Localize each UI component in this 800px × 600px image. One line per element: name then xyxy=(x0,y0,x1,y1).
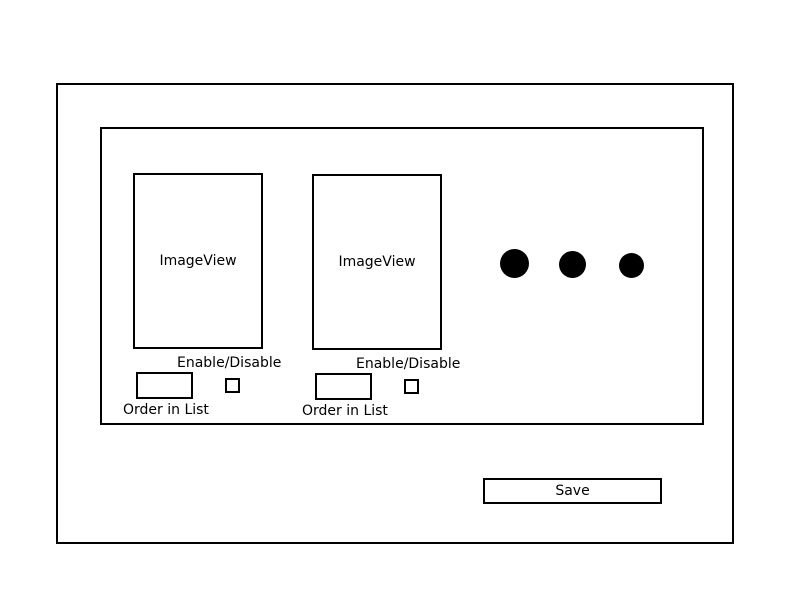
save-button[interactable]: Save xyxy=(483,478,662,504)
image-view-label: ImageView xyxy=(159,253,237,269)
order-in-list-input-1[interactable] xyxy=(136,372,193,399)
ellipsis-dot-icon xyxy=(619,253,644,278)
image-view-label: ImageView xyxy=(338,254,416,270)
enable-disable-checkbox-2[interactable] xyxy=(404,379,419,394)
order-in-list-input-2[interactable] xyxy=(315,373,372,400)
image-list-panel xyxy=(100,127,704,425)
main-window xyxy=(56,83,734,544)
order-in-list-label: Order in List xyxy=(302,403,388,419)
order-in-list-label: Order in List xyxy=(123,402,209,418)
image-view-2[interactable]: ImageView xyxy=(312,174,442,350)
image-view-1[interactable]: ImageView xyxy=(133,173,263,349)
ellipsis-dot-icon xyxy=(500,249,529,278)
enable-disable-checkbox-1[interactable] xyxy=(225,378,240,393)
enable-disable-label: Enable/Disable xyxy=(177,355,282,371)
enable-disable-label: Enable/Disable xyxy=(356,356,461,372)
ellipsis-dot-icon xyxy=(559,251,586,278)
save-button-label: Save xyxy=(555,483,590,499)
